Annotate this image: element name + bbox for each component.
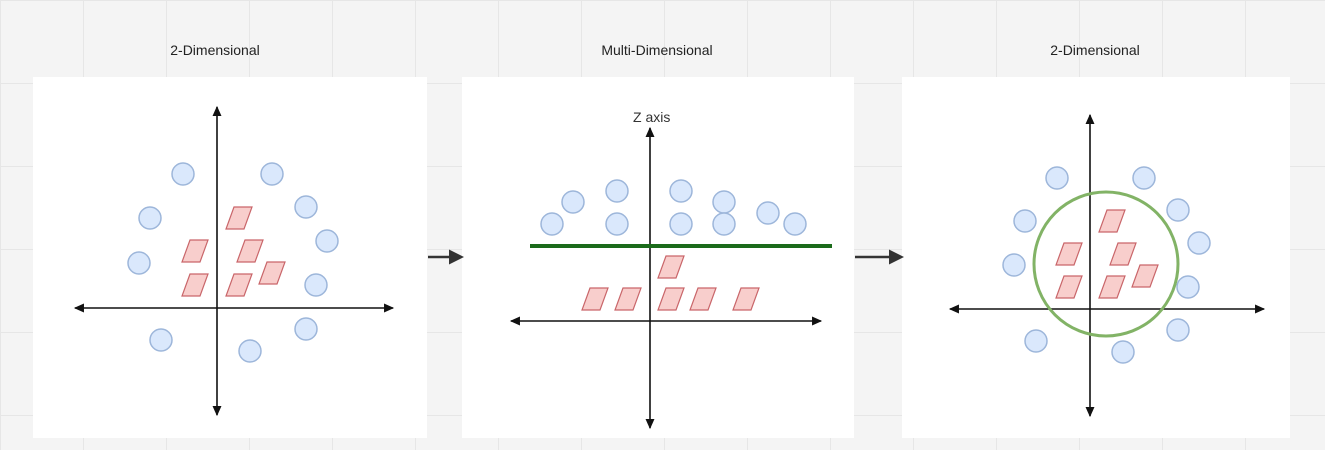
panel-2d-left [33, 77, 427, 438]
class-b-point [1055, 242, 1083, 266]
class-a-point [149, 328, 173, 352]
class-a-point [1045, 166, 1069, 190]
class-b-point [657, 255, 685, 279]
class-a-point [712, 212, 736, 236]
class-a-point [238, 339, 262, 363]
class-a-point [315, 229, 339, 253]
class-a-point [1176, 275, 1200, 299]
class-a-point [783, 212, 807, 236]
class-b-point [236, 239, 264, 263]
panel3-points [1002, 166, 1211, 364]
class-a-point [669, 179, 693, 203]
class-a-point [712, 190, 736, 214]
class-b-point [1098, 209, 1126, 233]
panel-title-2d-left: 2-Dimensional [170, 42, 260, 58]
class-a-point [1002, 253, 1026, 277]
panel2-axes: Z axis [509, 109, 823, 430]
class-a-point [294, 317, 318, 341]
class-a-point [1013, 209, 1037, 233]
class-a-point [561, 190, 585, 214]
class-a-point [1111, 340, 1135, 364]
class-b-point [1055, 275, 1083, 299]
class-a-point [1132, 166, 1156, 190]
class-b-point [258, 261, 286, 285]
class-b-point [225, 206, 253, 230]
panel-2d-right [902, 77, 1290, 438]
class-a-point [756, 201, 780, 225]
panel2-points [540, 179, 807, 311]
class-a-point [294, 195, 318, 219]
class-b-point [1109, 242, 1137, 266]
panel3-axes [948, 113, 1266, 418]
class-a-point [260, 162, 284, 186]
class-a-point [1187, 231, 1211, 255]
class-a-point [1024, 329, 1048, 353]
class-b-point [657, 287, 685, 311]
class-a-point [605, 212, 629, 236]
class-b-point [1131, 264, 1159, 288]
class-b-point [181, 273, 209, 297]
panel1-axes [73, 105, 395, 417]
panel-title-multi-dimensional: Multi-Dimensional [601, 42, 713, 58]
class-a-point [304, 273, 328, 297]
class-b-point [614, 287, 642, 311]
class-a-point [540, 212, 564, 236]
class-b-point [581, 287, 609, 311]
class-a-point [127, 251, 151, 275]
class-b-point [689, 287, 717, 311]
class-a-point [669, 212, 693, 236]
class-a-point [605, 179, 629, 203]
panel-multi-dimensional [462, 77, 854, 438]
panel1-points [127, 162, 339, 363]
class-b-point [732, 287, 760, 311]
class-a-point [171, 162, 195, 186]
panel-title-2d-right: 2-Dimensional [1050, 42, 1140, 58]
decision-boundary-circle [1032, 190, 1180, 338]
class-b-point [225, 273, 253, 297]
class-a-point [1166, 198, 1190, 222]
z-axis-label: Z axis [633, 109, 670, 125]
class-a-point [1166, 318, 1190, 342]
class-b-point [1098, 275, 1126, 299]
class-b-point [181, 239, 209, 263]
class-a-point [138, 206, 162, 230]
